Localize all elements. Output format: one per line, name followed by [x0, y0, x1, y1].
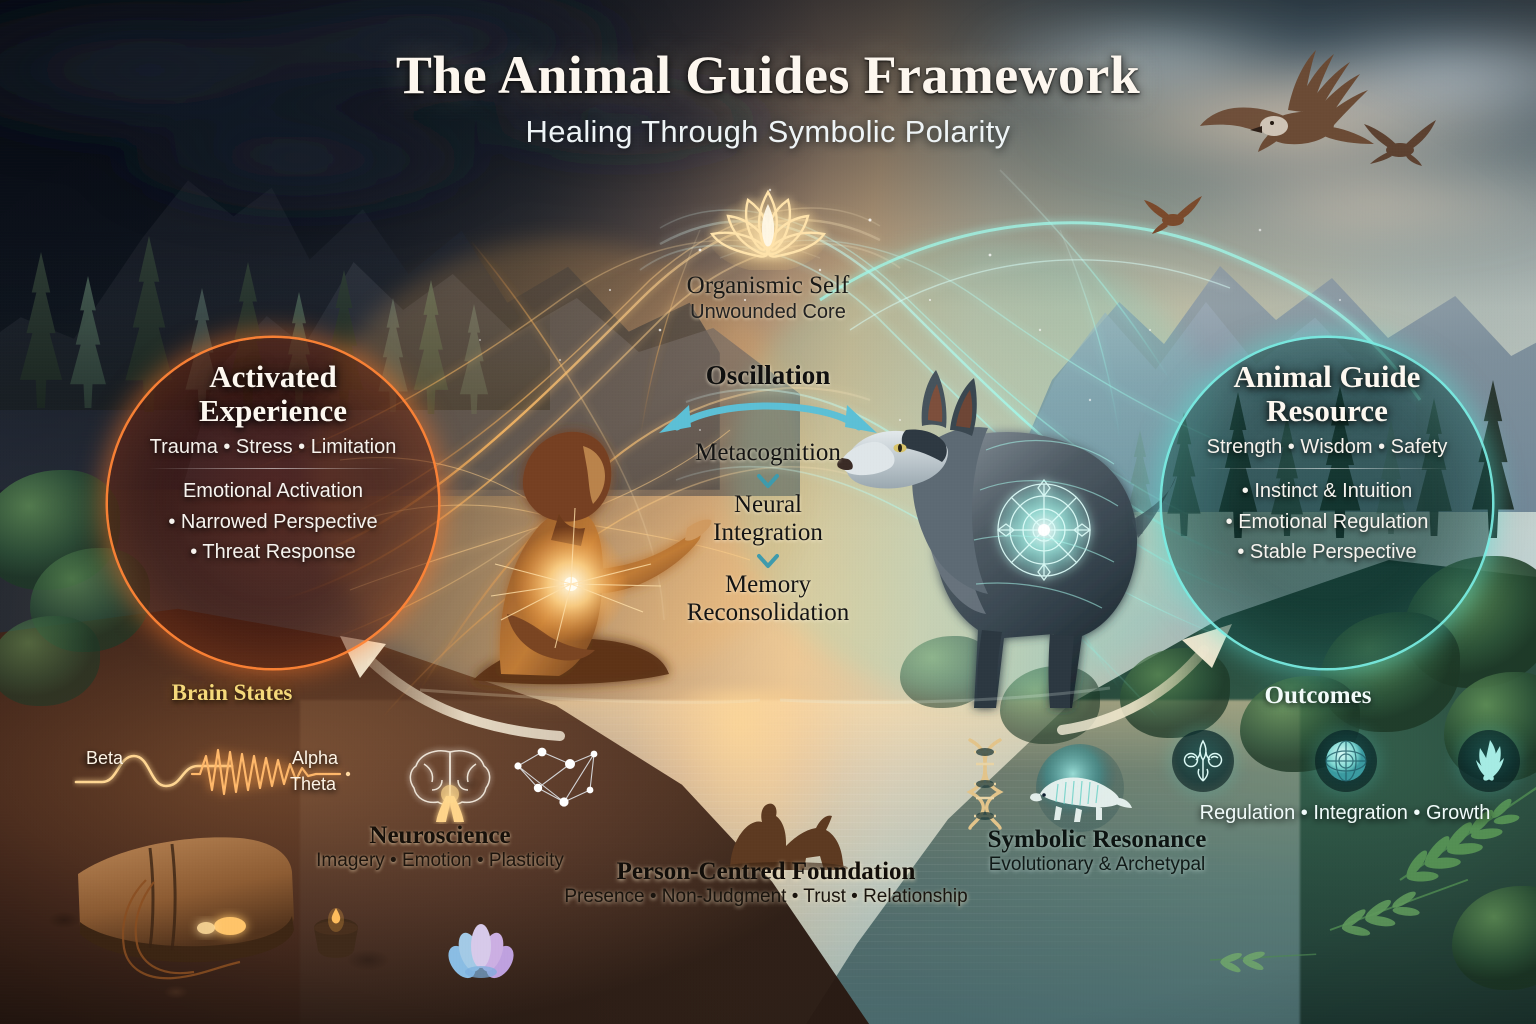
poster-header: The Animal Guides Framework Healing Thro… — [0, 44, 1536, 150]
wave-label-theta: Theta — [290, 774, 337, 794]
page-title: The Animal Guides Framework — [395, 45, 1141, 105]
wave-label-alpha: Alpha — [292, 748, 339, 768]
outcomes-group: Outcomes — [1218, 682, 1418, 710]
neuroscience-heading: Neuroscience — [369, 822, 511, 849]
person-centred-foundation-group: Person-Centred Foundation Presence • Non… — [546, 858, 986, 908]
outcome-icon-row — [1172, 730, 1520, 792]
activated-experience-title: Activated Experience — [198, 359, 348, 429]
animal-guide-resource-panel[interactable]: Animal Guide Resource Strength • Wisdom … — [1162, 338, 1492, 668]
page-subtitle: Healing Through Symbolic Polarity — [525, 114, 1011, 149]
meditating-figure-icon — [473, 431, 712, 685]
animal-guide-resource-title: Animal Guide Resource — [1233, 359, 1421, 429]
list-item: Emotional Activation — [182, 480, 364, 503]
list-item: • Threat Response — [190, 540, 356, 563]
lotus-flower-icon — [448, 924, 514, 979]
neuroscience-subtitle: Imagery • Emotion • Plasticity — [316, 850, 564, 871]
activated-experience-panel[interactable]: Activated Experience Trauma • Stress • L… — [108, 338, 438, 668]
title-line-1: Activated — [209, 359, 337, 394]
divider — [1201, 468, 1453, 470]
animal-guide-resource-list: • Instinct & Intuition • Emotional Regul… — [1226, 476, 1429, 567]
activated-experience-list: Emotional Activation • Narrowed Perspect… — [168, 476, 377, 567]
person-centred-subtitle: Presence • Non-Judgment • Trust • Relati… — [564, 886, 968, 907]
neuroscience-group: Neuroscience Imagery • Emotion • Plastic… — [290, 822, 590, 872]
brain-states-group: Brain States — [142, 680, 322, 706]
title-line-2: Resource — [1266, 393, 1388, 429]
hawk-icon — [1144, 196, 1202, 234]
outcomes-heading: Outcomes — [1264, 682, 1372, 709]
candle-bowl-icon — [314, 908, 358, 958]
caduceus-balance-icon — [1183, 739, 1223, 782]
person-centred-heading: Person-Centred Foundation — [616, 858, 916, 885]
list-item: • Instinct & Intuition — [1241, 480, 1413, 503]
title-line-2: Experience — [198, 393, 348, 429]
web-sphere-icon — [1325, 740, 1367, 782]
divider — [147, 468, 399, 470]
neural-network-icon — [514, 747, 598, 807]
wolf-guide-icon — [837, 370, 1176, 708]
symbolic-resonance-group: Symbolic Resonance Evolutionary & Archet… — [952, 826, 1242, 876]
list-item: • Narrowed Perspective — [168, 510, 378, 533]
list-item: • Emotional Regulation — [1225, 510, 1429, 533]
outcome-icon-growth[interactable] — [1458, 730, 1520, 792]
spirit-animal-icon — [1030, 744, 1132, 832]
list-item: • Stable Perspective — [1237, 540, 1417, 563]
fast-wave-icon — [190, 748, 351, 796]
brain-icon — [409, 750, 491, 822]
flame-leaf-icon — [1476, 740, 1504, 781]
brain-states-heading: Brain States — [171, 680, 293, 705]
animal-guide-resource-subtitle: Strength • Wisdom • Safety — [1206, 436, 1448, 459]
title-line-1: Animal Guide — [1233, 359, 1421, 394]
activated-experience-subtitle: Trauma • Stress • Limitation — [149, 436, 397, 459]
wave-label-beta: Beta — [86, 748, 124, 768]
outcome-icon-regulation[interactable] — [1172, 730, 1234, 792]
symbolic-resonance-heading: Symbolic Resonance — [987, 826, 1207, 853]
outcome-icon-integration[interactable] — [1315, 730, 1377, 792]
outcomes-line: Regulation • Integration • Growth — [1199, 802, 1491, 824]
symbolic-resonance-subtitle: Evolutionary & Archetypal — [988, 854, 1206, 875]
dna-helix-icon — [966, 738, 1004, 830]
